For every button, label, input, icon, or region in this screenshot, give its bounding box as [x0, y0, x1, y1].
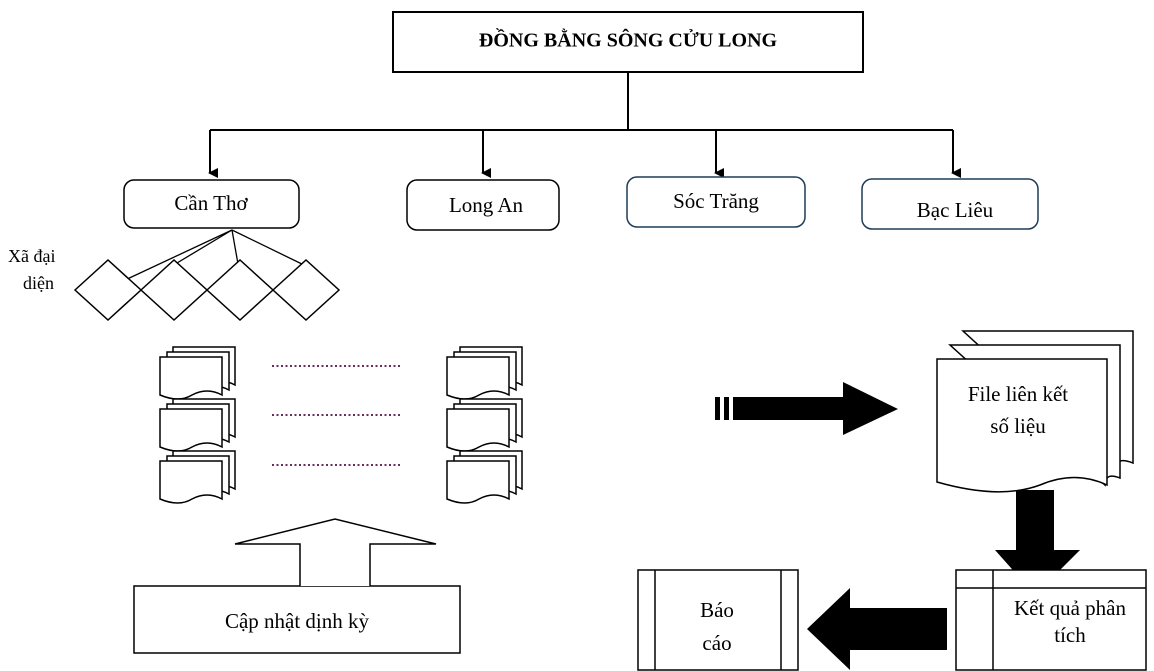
document-stack-icon: [159, 398, 236, 452]
province-label: Bạc Liêu: [917, 198, 994, 222]
region-title-box: [392, 11, 864, 73]
province-label: Cần Thơ: [174, 191, 248, 215]
linked-file-label-line2: số liệu: [990, 414, 1046, 438]
commune-diamond: [271, 258, 341, 322]
report-box: Báo cáo: [637, 569, 799, 671]
report-label-line2: cáo: [702, 631, 731, 655]
commune-connectors: [107, 229, 307, 289]
document-stack-icon: [446, 346, 523, 400]
tree-connectors: [208, 72, 961, 178]
province-box-can-tho: Cần Thơ: [123, 179, 300, 229]
linked-file-label-line1: File liên kết: [968, 382, 1068, 406]
dotted-separators: [272, 365, 402, 466]
commune-diamonds: [73, 258, 341, 322]
province-box-long-an: Long An: [406, 179, 560, 231]
region-title: ĐỒNG BẰNG SÔNG CỬU LONG: [479, 28, 778, 52]
province-box-bac-lieu: Bạc Liêu: [861, 178, 1039, 230]
province-label: Long An: [449, 193, 524, 217]
data-stacks: [159, 346, 523, 504]
communes-label-line1: Xã đại: [8, 246, 55, 266]
commune-diamond: [73, 258, 143, 322]
commune-diamond: [139, 258, 209, 322]
down-arrow-icon: [995, 490, 1080, 595]
province-box-soc-trang: Sóc Trăng: [626, 176, 806, 228]
update-arrow: Cập nhật dịnh kỳ: [133, 518, 461, 654]
document-stack-icon: [446, 398, 523, 452]
communes-label-line2: diện: [23, 273, 54, 293]
document-stack-icon: [446, 450, 523, 504]
document-stack-icon: [159, 346, 236, 400]
commune-diamond: [205, 258, 275, 322]
right-arrow-icon: [715, 382, 898, 435]
update-label: Cập nhật dịnh kỳ: [225, 609, 370, 633]
province-label: Sóc Trăng: [673, 189, 759, 213]
left-arrow-icon: [807, 588, 947, 670]
linked-data-file: File liên kết số liệu: [936, 330, 1134, 493]
analysis-result-box: Kết quả phân tích: [955, 569, 1147, 671]
document-stack-icon: [159, 450, 236, 504]
analysis-label-line2: tích: [1054, 623, 1086, 647]
report-label-line1: Báo: [700, 598, 734, 622]
analysis-label-line1: Kết quả phân: [1014, 596, 1126, 620]
